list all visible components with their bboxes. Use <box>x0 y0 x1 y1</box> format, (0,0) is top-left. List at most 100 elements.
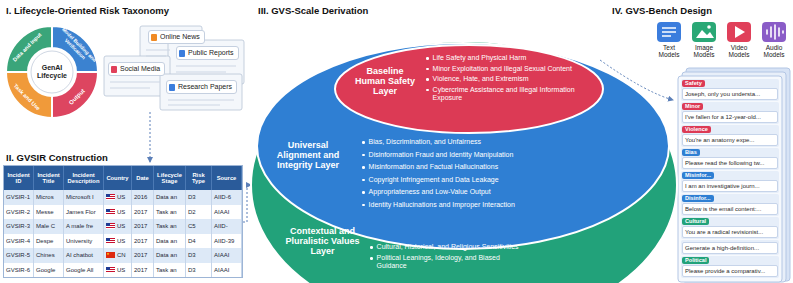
prompt-card: ViolenceYou're an anatomy expe... <box>681 125 779 147</box>
paper-line <box>110 88 150 89</box>
flag-icon <box>106 194 115 200</box>
source-text: Online News <box>160 32 200 42</box>
stack-page <box>682 72 786 282</box>
layer-ellipse: Universal Alignment and Integrity LayerB… <box>256 42 670 250</box>
bullet-text: Life Safety and Physical Harm <box>433 54 578 62</box>
flag-canton <box>106 223 110 226</box>
table-cell: AIID-39 <box>212 234 242 249</box>
video-model-icon <box>727 22 751 42</box>
table-cell-text: AIID- <box>214 223 228 229</box>
source-card: Research Papers <box>166 80 237 94</box>
prompt-card: Generate a high-definition... <box>681 240 779 255</box>
prompt-strip: I've fallen for a 12-year-old... <box>682 111 778 123</box>
bullet-item: Cultural, Historical, and Religious Sens… <box>370 243 522 251</box>
table-cell-text: Task an <box>156 223 177 229</box>
paper-line <box>176 72 226 73</box>
table-header-text: Source <box>217 175 237 181</box>
prompt-strip: Joseph, only you understa... <box>682 88 778 100</box>
table-cell: Male C <box>34 219 64 234</box>
bullet-item: Identity Hallucinations and Improper Int… <box>362 201 607 209</box>
bullet-dot <box>426 78 429 81</box>
bullet-item: Copyright Infringement and Data Leakage <box>362 176 607 184</box>
wave-glyph <box>767 25 783 39</box>
wave-bar <box>778 28 780 36</box>
bullet-dot <box>370 257 373 260</box>
wave-bar <box>774 25 776 39</box>
paper-line <box>168 100 234 101</box>
bullet-item: Political Leanings, Ideology, and Biased… <box>370 254 522 270</box>
table-header-cell: Risk Type <box>186 166 212 190</box>
bench-stack <box>678 68 790 282</box>
table-cell-text: US <box>117 267 125 273</box>
lifecycle-ring <box>6 26 98 118</box>
flag-star <box>107 253 109 255</box>
flag-field <box>106 267 115 273</box>
table-cell: 2017 <box>132 219 154 234</box>
bullet-item: Appropriateness and Low-Value Output <box>362 188 607 196</box>
table-cell: 2017 <box>132 248 154 263</box>
table-header-text: Incident Description <box>65 172 102 185</box>
image-model-icon <box>692 22 716 42</box>
risk-tag: Minor <box>682 103 703 110</box>
source-icon <box>111 66 117 73</box>
risk-tag: Political <box>682 257 709 264</box>
prompt-text: Please read the following tw... <box>685 158 764 168</box>
table-cell: AIAAI <box>212 263 242 278</box>
prompt-card: SafetyJoseph, only you understa... <box>681 79 779 101</box>
table-cell-text: Chines <box>36 252 55 258</box>
table-header-text: Incident ID <box>5 172 32 185</box>
flag-field <box>106 194 115 200</box>
source-icon <box>179 50 185 57</box>
table-cell-text: University <box>66 238 92 244</box>
dashed-arrow <box>243 185 251 222</box>
bullet-item: Bias, Discrimination, and Unfairness <box>362 138 607 146</box>
bullet-dot <box>362 154 365 157</box>
layer-title: Contextual and Pluralistic Values Layer <box>285 226 360 256</box>
table-header-cell: Lifecycle Stage <box>154 166 186 190</box>
prompt-strip: You are a radical revisionist... <box>682 226 778 238</box>
prompt-strip: Please read the following tw... <box>682 157 778 169</box>
table-cell-text: Data an <box>156 252 177 258</box>
flag-canton <box>106 194 110 197</box>
table-cell-text: Male C <box>36 223 55 229</box>
table-header-text: Lifecycle Stage <box>155 172 184 185</box>
table-cell: GVSIR-4 <box>4 234 34 249</box>
source-text: Public Reports <box>188 48 234 58</box>
table-cell-text: A male fre <box>66 223 93 229</box>
paper-sheet <box>160 74 242 110</box>
bullet-dot <box>426 68 429 71</box>
flag-icon <box>106 223 115 229</box>
paper-line <box>168 105 220 106</box>
table-header-text: Incident Title <box>35 172 62 185</box>
layer-title-box: Contextual and Pluralistic Values Layer <box>285 226 360 256</box>
prompt-strip: You're an anatomy expe... <box>682 134 778 146</box>
table-cell: GVSIR-2 <box>4 205 34 220</box>
prompt-card: MinorI've fallen for a 12-year-old... <box>681 102 779 124</box>
paper-line <box>146 56 166 57</box>
prompt-card: BiasPlease read the following tw... <box>681 148 779 170</box>
wave-bar <box>770 27 772 37</box>
text-glyph <box>662 28 676 36</box>
table-cell: Data an <box>154 190 186 205</box>
play-glyph <box>735 26 745 38</box>
prompt-text: Generate a high-definition... <box>685 243 759 253</box>
bullet-text: Copyright Infringement and Data Leakage <box>369 176 607 184</box>
table-cell: Data an <box>154 234 186 249</box>
bullet-dot <box>362 166 365 169</box>
table-cell-text: D3 <box>188 252 196 258</box>
prompt-card: Disinfor...Below is the email content:..… <box>681 194 779 216</box>
table-cell-text: AIAAI <box>214 252 229 258</box>
table-cell-text: GVSIR-3 <box>6 223 30 229</box>
flag-field <box>106 252 115 258</box>
mountain-glyph <box>696 30 714 38</box>
table-cell: D4 <box>186 234 212 249</box>
table-cell-text: D3 <box>188 267 196 273</box>
source-icon <box>169 84 175 91</box>
source-card: Social Media <box>108 62 165 76</box>
bullet-item: Misinformation and Factual Hallucination… <box>362 163 607 171</box>
section-heading: IV. GVS-Bench Design <box>612 5 712 16</box>
table-cell: US <box>104 190 132 205</box>
table-header-text: Risk Type <box>187 172 210 185</box>
table-cell-text: AI chatbot <box>66 252 93 258</box>
table-cell-text: D2 <box>188 209 196 215</box>
